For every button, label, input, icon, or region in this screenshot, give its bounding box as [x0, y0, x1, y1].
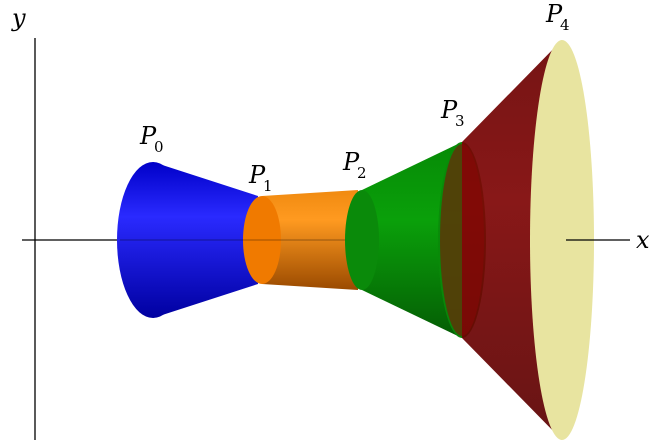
svg-text:4: 4 [560, 16, 570, 34]
svg-text:P: P [248, 161, 266, 189]
svg-text:3: 3 [455, 112, 465, 130]
segment-p0-p1 [117, 162, 258, 318]
y-axis-label: y [11, 4, 26, 32]
svg-text:P: P [139, 122, 157, 150]
svg-text:2: 2 [357, 164, 367, 182]
svg-text:0: 0 [154, 138, 164, 156]
svg-text:P: P [545, 0, 563, 28]
end-cap-disk [530, 40, 594, 440]
point-label-p0: P 0 [139, 122, 164, 156]
point-label-p4: P 4 [545, 0, 570, 34]
svg-text:P: P [440, 96, 458, 124]
point-label-p1: P 1 [248, 161, 273, 195]
svg-text:1: 1 [263, 177, 273, 195]
segment-p1-p2 [243, 190, 358, 290]
x-axis-label: x [636, 226, 649, 254]
svg-text:P: P [342, 148, 360, 176]
point-label-p3: P 3 [440, 96, 465, 130]
point-label-p2: P 2 [342, 148, 367, 182]
